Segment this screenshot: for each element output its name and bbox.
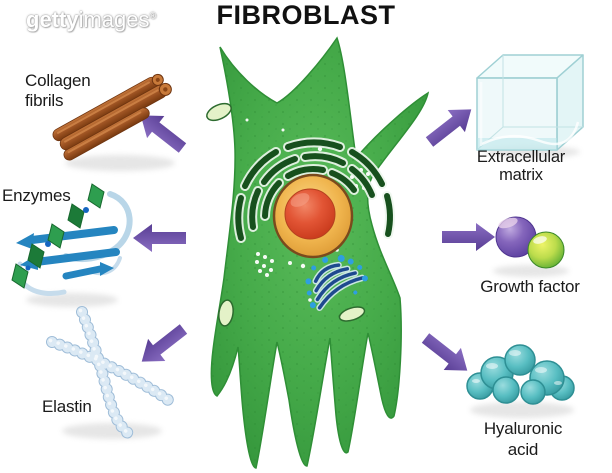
- label-elastin: Elastin: [42, 397, 92, 417]
- diagram-title: FIBROBLAST: [216, 0, 396, 30]
- label-enzymes: Enzymes: [2, 186, 71, 206]
- label-hyaluronic-acid: Hyaluronic acid: [448, 418, 598, 460]
- vacuole-icon: [206, 102, 366, 327]
- label-line: acid: [507, 440, 539, 459]
- collagen-fibrils-icon: [52, 73, 172, 161]
- hyaluronic-acid-icon: [466, 344, 575, 405]
- nucleolus-icon: [284, 188, 336, 240]
- label-line: Growth factor: [480, 277, 580, 296]
- elastin-icon: [46, 306, 178, 442]
- label-extracellular-matrix: Extracellular matrix: [446, 148, 596, 184]
- enzymes-icon: [11, 183, 133, 296]
- growth-factor-icon: [495, 216, 565, 269]
- label-line: Enzymes: [2, 186, 71, 205]
- arrow-to-growth-factor-icon: [442, 223, 495, 251]
- arrow-to-elastin-icon: [133, 317, 193, 373]
- label-line: Collagen: [25, 71, 91, 90]
- watermark-images: images: [78, 7, 150, 32]
- registered-mark: ®: [149, 10, 157, 21]
- label-line: Elastin: [42, 397, 92, 416]
- label-line: Extracellular: [476, 148, 566, 166]
- label-collagen-fibrils: Collagen fibrils: [25, 71, 91, 111]
- gettyimages-watermark: gettyimages®: [26, 7, 156, 33]
- watermark-getty: getty: [26, 7, 79, 32]
- label-line: fibrils: [25, 91, 64, 110]
- arrow-to-hyaluronic-icon: [416, 326, 476, 382]
- arrow-to-matrix-icon: [420, 98, 480, 154]
- golgi-apparatus-icon: [305, 254, 368, 311]
- label-growth-factor: Growth factor: [460, 277, 600, 297]
- nucleus-icon: [272, 173, 354, 259]
- label-line: matrix: [499, 166, 543, 184]
- arrow-to-enzymes-icon: [133, 224, 186, 252]
- endoplasmic-reticulum-icon: [233, 137, 395, 243]
- extracellular-matrix-icon: [476, 54, 584, 151]
- label-line: Hyaluronic: [483, 419, 563, 438]
